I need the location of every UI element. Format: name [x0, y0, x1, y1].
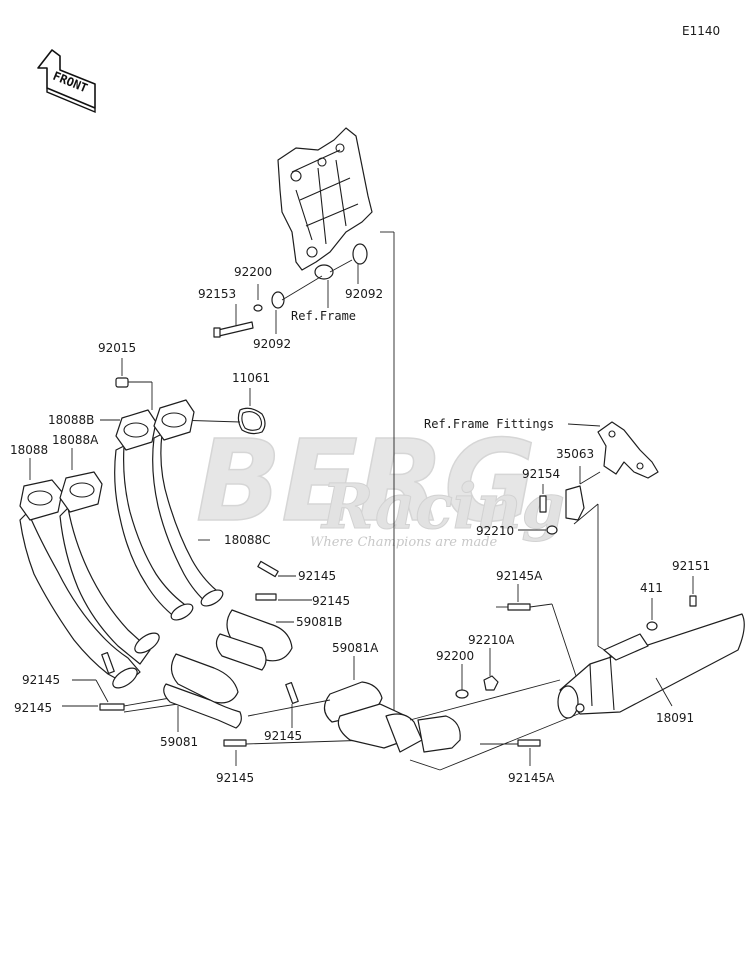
label-92210: 92210	[476, 524, 514, 538]
diagram-code: E1140	[682, 24, 720, 38]
label-59081B: 59081B	[296, 615, 342, 629]
label-92200-mid: 92200	[436, 649, 474, 663]
watermark-brand: BERG	[196, 417, 536, 547]
label-92145A-top: 92145A	[496, 569, 543, 583]
label-18088A: 18088A	[52, 433, 99, 447]
header-pipes	[19, 399, 224, 689]
label-92145-e: 92145	[264, 729, 302, 743]
label-59081A: 59081A	[332, 641, 379, 655]
label-18091: 18091	[656, 711, 694, 725]
muffler	[557, 613, 745, 719]
label-411: 411	[640, 581, 663, 595]
watermark: BERG Racing Where Champions are made	[195, 416, 565, 550]
label-92145A-bottom: 92145A	[508, 771, 555, 785]
label-35063: 35063	[556, 447, 594, 461]
label-92153: 92153	[198, 287, 236, 301]
label-59081: 59081	[160, 735, 198, 749]
watermark-tagline: Where Champions are made	[310, 535, 498, 550]
frame-bracket	[213, 127, 373, 338]
label-92092-left: 92092	[253, 337, 291, 351]
label-18088C: 18088C	[224, 533, 271, 547]
label-92145-a: 92145	[298, 569, 336, 583]
label-92154: 92154	[522, 467, 560, 481]
label-92145-d: 92145	[14, 701, 52, 715]
label-92151: 92151	[672, 559, 710, 573]
front-arrow-icon: FRONT	[37, 49, 96, 114]
label-92210A: 92210A	[468, 633, 515, 647]
label-92145-b: 92145	[312, 594, 350, 608]
watermark-sub: Racing	[320, 470, 565, 543]
label-11061: 11061	[232, 371, 270, 385]
label-18088B: 18088B	[48, 413, 94, 427]
ref-frame-fittings: Ref.Frame Fittings	[424, 417, 554, 431]
ref-frame: Ref.Frame	[291, 309, 356, 323]
label-92145-f: 92145	[216, 771, 254, 785]
label-92015: 92015	[98, 341, 136, 355]
label-92092-right: 92092	[345, 287, 383, 301]
label-92200-top: 92200	[234, 265, 272, 279]
label-18088: 18088	[10, 443, 48, 457]
label-92145-c: 92145	[22, 673, 60, 687]
